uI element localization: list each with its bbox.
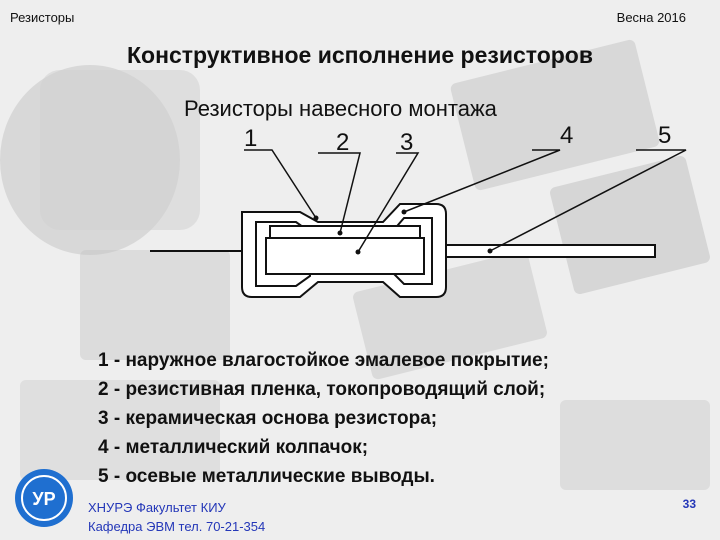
ceramic-base xyxy=(265,237,425,275)
resistor-lead-right xyxy=(444,244,656,258)
legend-item-1: 1 - наружное влагостойкое эмалевое покры… xyxy=(98,350,549,371)
semester-label: Весна 2016 xyxy=(616,10,686,25)
footer-faculty: ХНУРЭ Факультет КИУ xyxy=(88,500,226,515)
leader-dots xyxy=(313,209,493,255)
leader-lines xyxy=(244,149,687,253)
diagram-label-5: 5 xyxy=(658,122,671,149)
legend-item-4: 4 - металлический колпачок; xyxy=(98,437,369,458)
page-number: 33 xyxy=(682,497,696,511)
diagram-label-3: 3 xyxy=(400,129,413,156)
footer-department: Кафедра ЭВМ тел. 70-21-354 xyxy=(88,519,266,534)
legend-item-2: 2 - резистивная пленка, токопроводящий с… xyxy=(98,379,546,400)
legend-item-5: 5 - осевые металлические выводы. xyxy=(98,466,435,487)
legend-item-3: 3 - керамическая основа резистора; xyxy=(98,408,438,429)
resistive-film xyxy=(269,225,421,239)
topic-label: Резисторы xyxy=(10,10,75,25)
diagram-label-1: 1 xyxy=(244,125,257,152)
university-logo-icon: УР xyxy=(15,469,73,527)
slide-subtitle: Резисторы навесного монтажа xyxy=(184,96,497,121)
legend-list: 1 - наружное влагостойкое эмалевое покры… xyxy=(98,346,698,491)
slide-title: Конструктивное исполнение резисторов xyxy=(126,42,593,68)
logo-text: УР xyxy=(32,489,55,509)
diagram-label-4: 4 xyxy=(560,122,573,149)
diagram-label-2: 2 xyxy=(336,129,349,156)
